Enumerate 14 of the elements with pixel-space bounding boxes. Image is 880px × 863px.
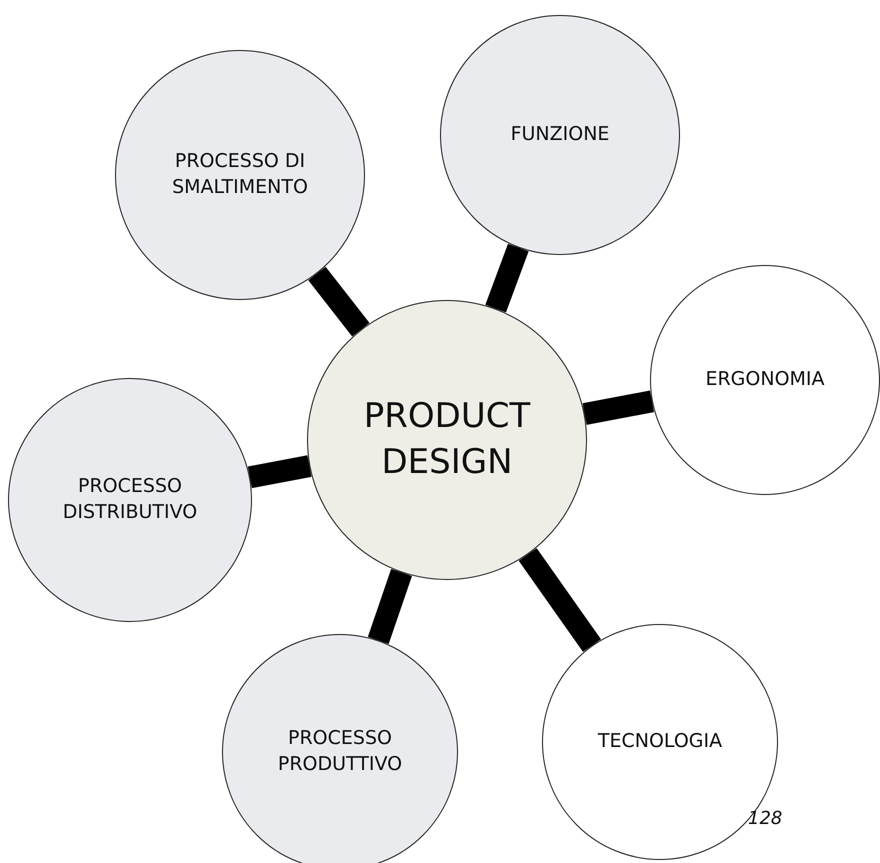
topic-label: PROCESSO PRODUTTIVO bbox=[276, 726, 404, 777]
connector-bar bbox=[582, 390, 654, 425]
page-number: 128 bbox=[748, 808, 782, 829]
topic-label: ERGONOMIA bbox=[705, 367, 825, 392]
connector-bar bbox=[248, 455, 312, 488]
connector-bar bbox=[518, 548, 601, 652]
topic-label: PRODUCT DESIGN bbox=[362, 395, 532, 484]
topic-label: TECNOLOGIA bbox=[598, 729, 722, 754]
connector-bar bbox=[308, 266, 370, 336]
connector-bar bbox=[368, 568, 412, 644]
topic-label: FUNZIONE bbox=[510, 122, 610, 148]
connector-bar bbox=[485, 244, 529, 313]
topic-label: PROCESSO DISTRIBUTIVO bbox=[62, 474, 198, 525]
topic-label: PROCESSO DI SMALTIMENTO bbox=[171, 149, 309, 200]
